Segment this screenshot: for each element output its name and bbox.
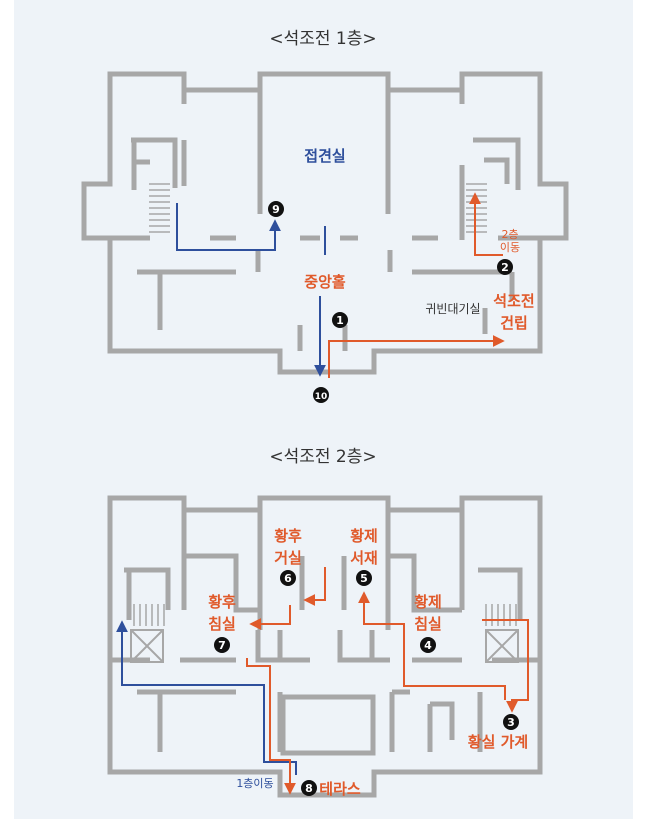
marker-5: 5 <box>356 570 372 586</box>
empress-living-label-line1: 황후 <box>274 527 302 545</box>
svg-text:6: 6 <box>284 572 292 585</box>
svg-text:3: 3 <box>507 716 515 729</box>
svg-text:9: 9 <box>272 203 280 216</box>
floor2-left-stairs <box>133 604 165 626</box>
svg-text:7: 7 <box>218 639 226 652</box>
floor1-route-orange-main <box>328 335 505 378</box>
vip-waiting-room-label: 귀빈대기실 <box>425 302 480 316</box>
construction-label-line1: 석조전 <box>493 292 534 310</box>
floor2-route-orange-to-3 <box>482 619 529 713</box>
marker-7: 7 <box>214 637 230 653</box>
empress-bed-label-line2: 침실 <box>208 615 236 633</box>
background-panel <box>14 0 633 819</box>
floor2-route-orange-to-8 <box>246 658 296 795</box>
floor2-route-orange-to-7 <box>249 605 291 630</box>
floor2-right-elevator <box>485 629 519 663</box>
floor2-walls <box>107 495 543 798</box>
emperor-bed-label-line1: 황제 <box>414 593 442 611</box>
move-1f-label: 1층이동 <box>236 777 273 790</box>
move-2f-label-line1: 2층 <box>501 228 518 241</box>
floor1-walls <box>81 71 569 375</box>
svg-text:1: 1 <box>336 314 344 327</box>
marker-10: 10 <box>313 387 329 403</box>
floor2-right-stairs <box>485 604 517 626</box>
floor1-title: <석조전 1층> <box>269 29 376 49</box>
empress-living-label-line2: 거실 <box>274 549 302 567</box>
svg-text:10: 10 <box>315 392 328 402</box>
floor1-left-stairs <box>149 183 170 233</box>
emperor-study-label-line2: 서재 <box>350 549 378 567</box>
svg-text:2: 2 <box>501 261 509 274</box>
svg-text:4: 4 <box>424 639 432 652</box>
royal-lineage-label: 황실 가계 <box>468 733 528 751</box>
terrace-label: 테라스 <box>319 780 361 798</box>
floor2-route-orange-to-5 <box>358 591 506 700</box>
svg-text:5: 5 <box>360 572 368 585</box>
marker-2: 2 <box>497 259 513 275</box>
terrace-room <box>280 694 376 756</box>
marker-1: 1 <box>332 312 348 328</box>
marker-8: 8 <box>301 780 317 796</box>
marker-4: 4 <box>420 637 436 653</box>
construction-label-line2: 건립 <box>500 314 528 332</box>
marker-6: 6 <box>280 570 296 586</box>
move-2f-label-line2: 이동 <box>500 241 520 254</box>
floor1-route-orange-stairs <box>469 192 503 256</box>
floor1-route-blue-upper <box>176 203 281 251</box>
floor2-title: <석조전 2층> <box>269 447 376 467</box>
empress-bed-label-line1: 황후 <box>208 593 236 611</box>
floor2-route-orange-to-6 <box>303 567 326 606</box>
svg-text:8: 8 <box>305 782 313 795</box>
central-hall-label: 중앙홀 <box>304 273 346 291</box>
emperor-bed-label-line2: 침실 <box>414 615 442 633</box>
marker-9: 9 <box>268 201 284 217</box>
floor2-left-elevator <box>130 629 164 663</box>
marker-3: 3 <box>503 714 519 730</box>
reception-room-label: 접견실 <box>304 147 345 165</box>
floor2-route-blue <box>116 620 297 775</box>
emperor-study-label-line1: 황제 <box>350 527 378 545</box>
